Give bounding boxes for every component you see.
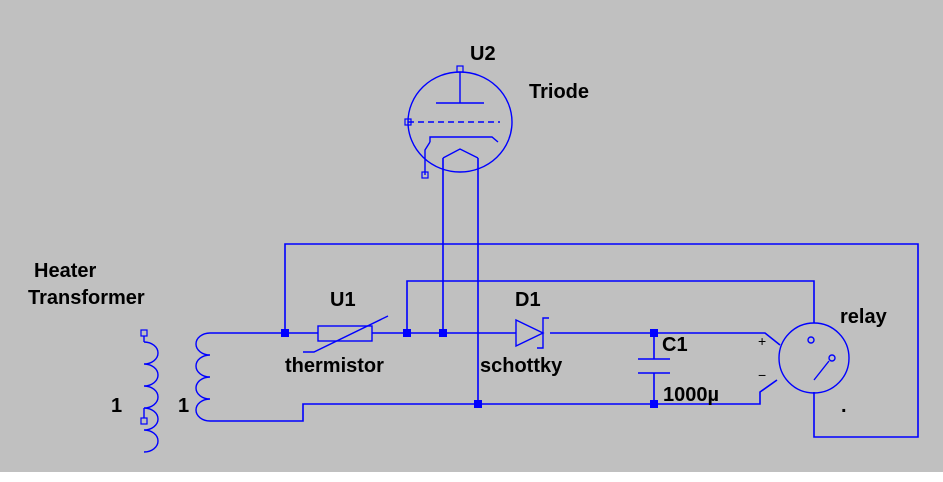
label-relay: relay [840,306,888,328]
label-u1: U1 [330,289,356,311]
label-relay-dot: . [841,395,847,417]
labels: U2 Triode Heater Transformer U1 thermist… [28,43,888,417]
relay-contact-top [807,336,815,344]
wire-top-loop [284,243,919,438]
thermistor-body [317,325,373,342]
junction-dot [281,329,289,337]
label-relay-minus: − [758,367,766,383]
wire-diode-to-relay [550,332,781,346]
label-secondary-ratio: 1 [178,395,189,417]
capacitor-symbol [638,358,670,374]
wire-relay-feed [406,280,815,333]
wires [210,158,919,438]
junction-dot [650,400,658,408]
primary-pin-top [140,329,148,337]
junction-dot [650,329,658,337]
label-c1: C1 [662,334,688,356]
junction-dot [474,400,482,408]
triode-symbol [404,65,513,179]
label-c1-value: 1000µ [663,384,719,406]
triode-filament [442,148,479,159]
thermistor-slash [303,315,389,353]
label-primary-ratio: 1 [111,395,122,417]
triode-cathode-lead [424,141,431,175]
label-transformer: Transformer [28,287,145,309]
triode-cathode [429,136,499,143]
label-heater: Heater [34,260,96,282]
triode-grid-pin [404,118,412,126]
junction-dot [403,329,411,337]
label-relay-plus: + [758,333,766,349]
transformer-symbol [140,329,211,453]
label-triode: Triode [529,81,589,103]
triode-anode-pin [456,65,464,73]
label-u2: U2 [470,43,496,65]
junctions [281,329,658,408]
label-thermistor: thermistor [285,355,384,377]
diode-triangle [515,318,545,348]
thermistor-symbol [303,315,389,353]
bottom-border [0,472,943,482]
diode-bar [537,317,549,349]
diode-symbol [515,317,549,349]
relay-switch-arm [813,360,830,381]
secondary-winding [195,332,211,422]
triode-cathode-pin [421,171,429,179]
primary-pin-bottom [140,417,148,425]
primary-winding [143,341,159,453]
relay-symbol [778,322,850,394]
relay-contact-right [828,354,836,362]
relay-body [778,322,850,394]
junction-dot [439,329,447,337]
label-schottky: schottky [480,355,563,377]
label-d1: D1 [515,289,541,311]
wire-secondary-bottom [210,379,778,422]
